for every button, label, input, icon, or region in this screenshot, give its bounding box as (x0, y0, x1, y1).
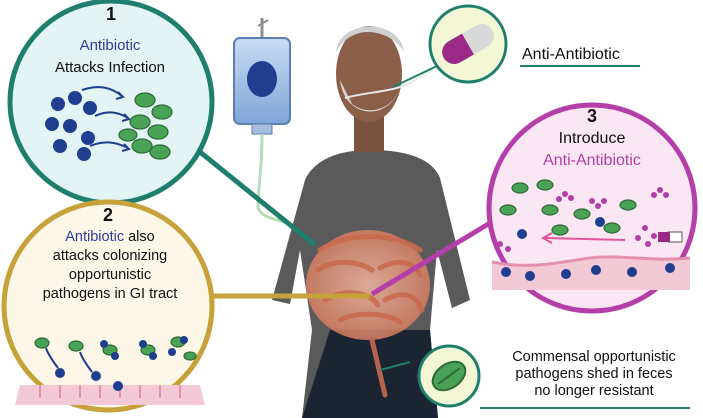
commensal-line2: pathogens shed in feces (515, 366, 673, 382)
patient-figure (272, 26, 470, 418)
pill-circle (428, 4, 508, 84)
panel-3-line2: Anti-Antibiotic (543, 152, 641, 169)
panel-3-circle (486, 102, 698, 314)
panel-2-line3: opportunistic (68, 267, 152, 283)
commensal-text: Commensal opportunistic pathogens shed i… (490, 349, 698, 400)
capsule-icon (442, 24, 494, 64)
panel-2-line2: attacks colonizing (52, 248, 168, 264)
commensal-line3: no longer resistant (534, 383, 654, 399)
panel-2-line4: pathogens in GI tract (42, 286, 178, 302)
panel-2-also: also (124, 229, 155, 245)
gi-tract (306, 230, 430, 340)
anti-antibiotic-arrow (544, 237, 626, 241)
pill-label: Anti-Antibiotic (522, 46, 620, 63)
panel-2-line1: Antibiotic also (20, 228, 200, 247)
attack-arrows (81, 86, 131, 152)
commensal-circle (417, 344, 481, 408)
panel-3-number: 3 (586, 106, 597, 126)
panel-2-circle (1, 199, 215, 413)
panel-2-number: 2 (102, 205, 113, 225)
antibiotic-dot-icon (247, 61, 277, 97)
panel-3-line1: Introduce (558, 130, 626, 147)
panel-2-antibiotic-word: Antibiotic (65, 229, 125, 245)
connector-commensal (379, 361, 411, 371)
panel-1-circle (7, 0, 215, 206)
iv-drip (233, 18, 316, 256)
commensal-line1: Commensal opportunistic (512, 349, 676, 365)
bacteria-cluster (118, 92, 173, 160)
panel-1-line1: Antibiotic (79, 37, 141, 54)
panel-1-line2: Attacks Infection (54, 59, 166, 76)
patient-head (336, 26, 402, 122)
panel-1-number: 1 (105, 4, 116, 24)
antibiotic-molecules (45, 91, 97, 161)
